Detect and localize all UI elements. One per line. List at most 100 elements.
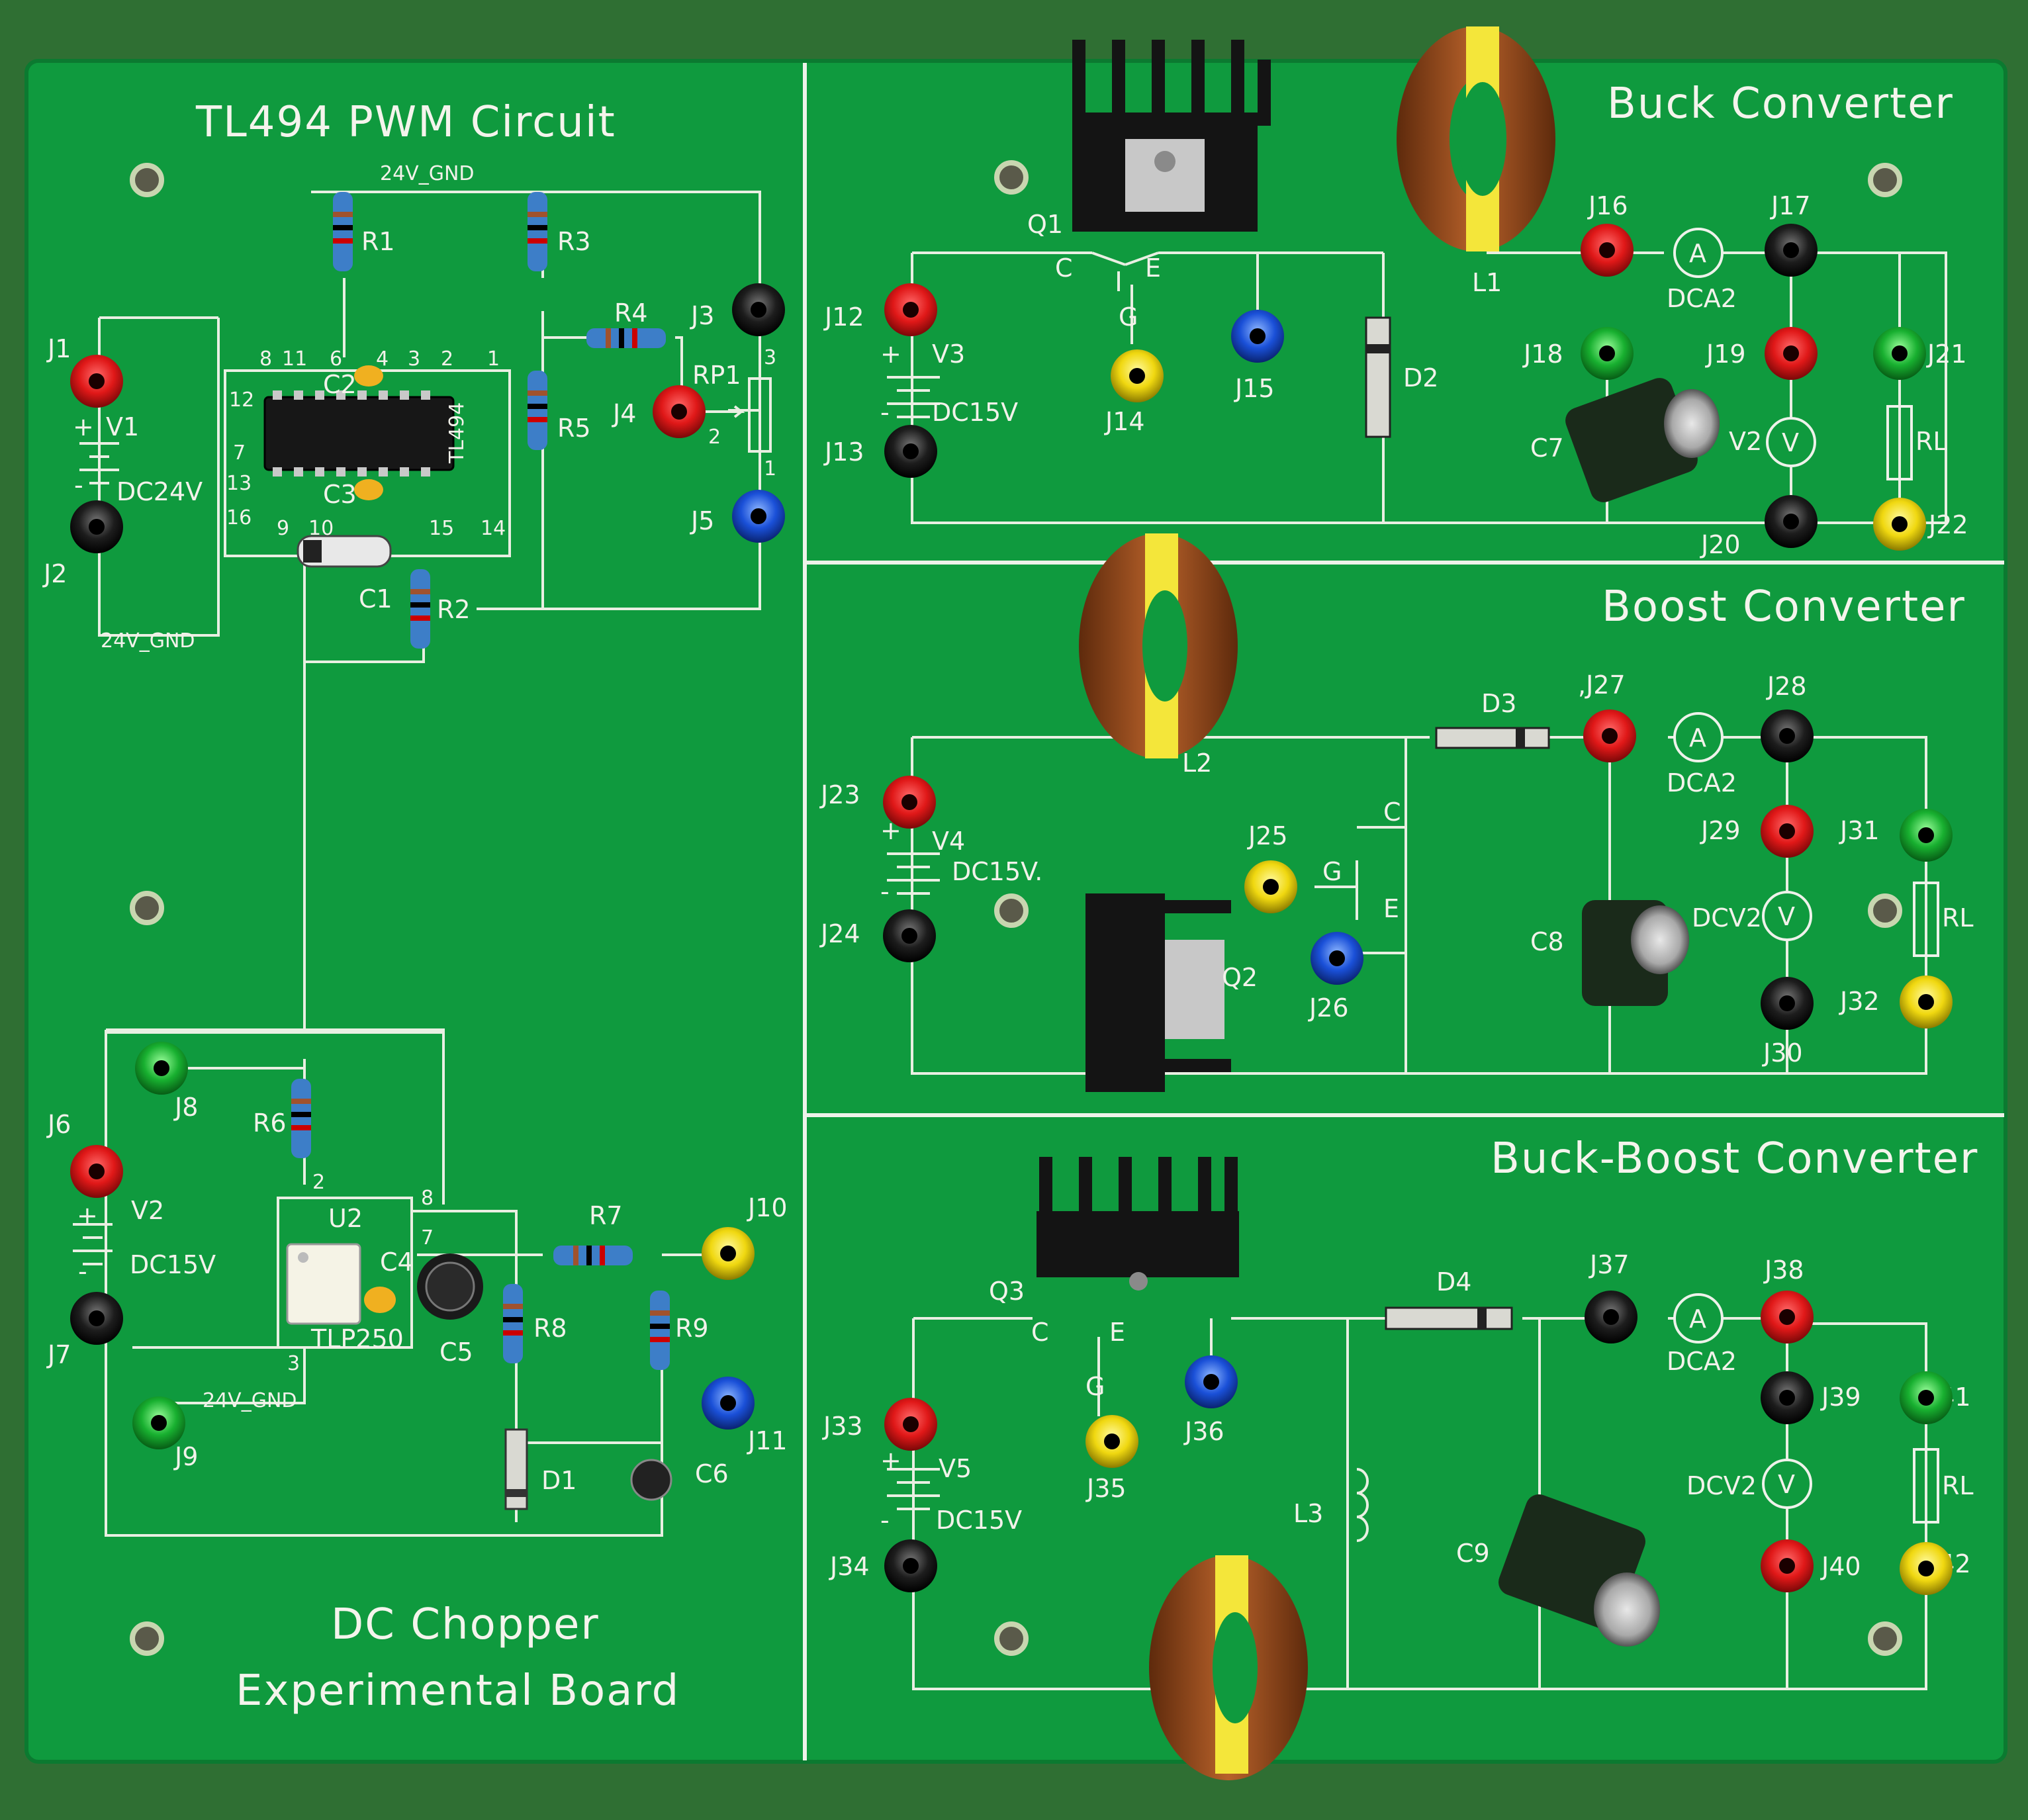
jack-j31[interactable] — [1900, 809, 1953, 862]
svg-text:V: V — [1778, 1470, 1795, 1499]
diode-d2 — [1365, 316, 1391, 438]
jack-j36[interactable] — [1185, 1355, 1238, 1408]
j15-label: J15 — [1234, 374, 1275, 403]
svg-text:13: 13 — [226, 472, 252, 495]
jack-j27[interactable] — [1583, 709, 1636, 762]
heatsink-q1 — [1072, 40, 1271, 232]
ammeter-dca2-buckboost: A — [1673, 1293, 1724, 1343]
jack-j2[interactable] — [70, 500, 123, 553]
svg-text:10: 10 — [308, 517, 334, 540]
j35-label: J35 — [1085, 1474, 1127, 1503]
l2-label: L2 — [1182, 749, 1212, 778]
j14-label: J14 — [1104, 407, 1145, 436]
section-pwm: TL494 PWM Circuit TL494 — [42, 98, 785, 1537]
svg-text:-: - — [880, 877, 890, 906]
capacitor-c8 — [1582, 900, 1689, 1006]
r5-label: R5 — [557, 414, 591, 443]
diode-d1 — [504, 1428, 528, 1510]
jack-j41[interactable] — [1900, 1371, 1953, 1424]
jack-j8[interactable] — [135, 1042, 188, 1095]
tl494-outline — [224, 369, 511, 557]
jack-j15[interactable] — [1231, 310, 1284, 363]
svg-text:8: 8 — [421, 1187, 434, 1210]
jack-j26[interactable] — [1311, 932, 1363, 985]
jack-j35[interactable] — [1085, 1415, 1138, 1468]
svg-text:24V_GND: 24V_GND — [101, 629, 195, 653]
heatsink-q2 — [1085, 893, 1231, 1092]
potentiometer-rp1 — [748, 377, 772, 453]
jack-j34[interactable] — [884, 1539, 937, 1592]
svg-text:V: V — [1778, 902, 1795, 931]
jack-j39[interactable] — [1761, 1371, 1814, 1424]
r1-label: R1 — [361, 227, 395, 256]
jack-j37[interactable] — [1585, 1291, 1637, 1343]
resistor-r2 — [410, 569, 430, 649]
jack-j23[interactable] — [883, 776, 936, 829]
jack-j30[interactable] — [1761, 977, 1814, 1030]
jack-j40[interactable] — [1761, 1539, 1814, 1592]
capacitor-c4 — [364, 1287, 396, 1313]
svg-text:9: 9 — [277, 517, 289, 540]
battery-v3 — [887, 376, 940, 418]
buck-title: Buck Converter — [1607, 79, 1954, 128]
jack-j24[interactable] — [883, 909, 936, 962]
jack-j38[interactable] — [1761, 1291, 1814, 1343]
jack-j25[interactable] — [1244, 860, 1297, 913]
jack-j11[interactable] — [702, 1377, 755, 1430]
svg-text:A: A — [1689, 1304, 1706, 1334]
svg-text:2: 2 — [708, 426, 721, 449]
d4-label: D4 — [1436, 1267, 1471, 1297]
q1-label: Q1 — [1027, 210, 1063, 239]
resistor-r7 — [553, 1246, 633, 1265]
jack-j3[interactable] — [732, 283, 785, 336]
jack-j18[interactable] — [1581, 327, 1634, 380]
j20-label: J20 — [1700, 530, 1741, 559]
jack-j20[interactable] — [1765, 495, 1818, 548]
jack-j9[interactable] — [132, 1396, 185, 1449]
jack-j13[interactable] — [884, 425, 937, 478]
jack-j33[interactable] — [884, 1398, 937, 1451]
c2-label: C2 — [323, 370, 357, 399]
jack-j19[interactable] — [1765, 327, 1818, 380]
c1-label: C1 — [359, 584, 392, 614]
jack-j42[interactable] — [1900, 1542, 1953, 1595]
jack-j7[interactable] — [70, 1292, 123, 1345]
jack-j28[interactable] — [1761, 709, 1814, 762]
jack-j10[interactable] — [702, 1227, 755, 1280]
svg-text:7: 7 — [233, 441, 246, 465]
v2-voltage: DC15V — [130, 1250, 216, 1279]
j32-label: J32 — [1839, 987, 1880, 1016]
jack-j32[interactable] — [1900, 976, 1953, 1028]
j13-label: J13 — [823, 437, 864, 467]
jack-j1[interactable] — [70, 355, 123, 408]
j10-label: J10 — [747, 1193, 788, 1222]
svg-text:14: 14 — [481, 517, 506, 540]
j2-label: J2 — [42, 559, 67, 588]
c7-label: C7 — [1530, 433, 1564, 463]
j21-label: J21 — [1926, 340, 1967, 369]
jack-j16[interactable] — [1581, 224, 1634, 277]
svg-text:+: + — [880, 1446, 901, 1475]
ammeter-dca2-buck: A — [1673, 228, 1724, 278]
svg-text:24V_GND: 24V_GND — [203, 1389, 297, 1412]
optocoupler-u2 — [286, 1243, 361, 1325]
jack-j5[interactable] — [732, 490, 785, 543]
r9-label: R9 — [675, 1314, 709, 1343]
capacitor-c7 — [1565, 378, 1720, 502]
jack-j22[interactable] — [1873, 498, 1926, 551]
section-buckboost: Buck-Boost Converter A V Q3 C E G J33 J3… — [822, 1134, 1977, 1780]
jack-j14[interactable] — [1111, 349, 1164, 402]
jack-j29[interactable] — [1761, 805, 1814, 858]
j39-label: J39 — [1820, 1383, 1861, 1412]
capacitor-c3 — [354, 479, 383, 500]
jack-j21[interactable] — [1873, 327, 1926, 380]
jack-j12[interactable] — [884, 283, 937, 336]
jack-j17[interactable] — [1765, 224, 1818, 277]
c8-label: C8 — [1530, 927, 1564, 956]
jack-j6[interactable] — [70, 1145, 123, 1198]
jack-j4[interactable] — [653, 385, 706, 438]
v3-label: V3 — [932, 340, 965, 369]
r2-label: R2 — [437, 595, 471, 624]
c3-label: C3 — [323, 480, 357, 509]
svg-text:6: 6 — [330, 347, 342, 371]
